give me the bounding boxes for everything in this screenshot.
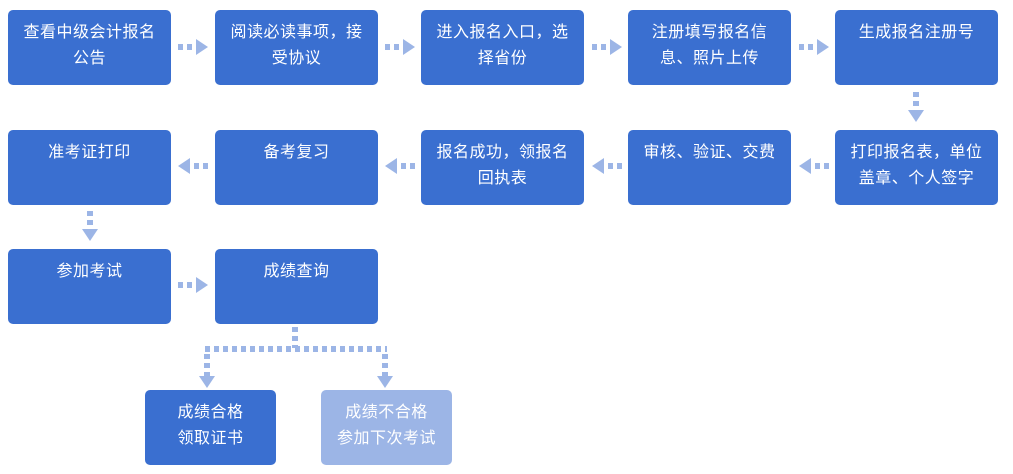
step-registration-success: 报名成功，领报名回执表: [421, 130, 584, 205]
step-register-info: 注册填写报名信息、照片上传: [628, 10, 791, 85]
arrow-right-icon: [178, 277, 208, 293]
arrow-right-icon: [385, 39, 415, 55]
step-enter-portal: 进入报名入口，选择省份: [421, 10, 584, 85]
step-view-announcement: 查看中级会计报名公告: [8, 10, 171, 85]
arrow-right-icon: [592, 39, 622, 55]
step-generate-number: 生成报名注册号: [835, 10, 998, 85]
step-read-instructions: 阅读必读事项，接受协议: [215, 10, 378, 85]
arrow-down-icon: [82, 211, 98, 241]
outcome-fail-line2: 参加下次考试: [336, 428, 436, 447]
arrow-left-icon: [385, 158, 415, 174]
step-print-admission: 准考证打印: [8, 130, 171, 205]
arrow-left-icon: [799, 158, 829, 174]
step-check-score: 成绩查询: [215, 249, 378, 324]
outcome-pass-line2: 领取证书: [177, 428, 244, 447]
branch-connector: [205, 327, 387, 352]
outcome-pass-line1: 成绩合格: [177, 402, 244, 421]
arrow-down-icon: [377, 354, 393, 388]
step-print-form: 打印报名表，单位盖章、个人签字: [835, 130, 998, 205]
outcome-pass: 成绩合格领取证书: [145, 390, 276, 465]
outcome-fail: 成绩不合格参加下次考试: [321, 390, 452, 465]
step-review-pay: 审核、验证、交费: [628, 130, 791, 205]
arrow-down-icon: [199, 354, 215, 388]
arrow-down-icon: [908, 92, 924, 122]
step-take-exam: 参加考试: [8, 249, 171, 324]
outcome-fail-line1: 成绩不合格: [345, 402, 428, 421]
arrow-left-icon: [592, 158, 622, 174]
arrow-left-icon: [178, 158, 208, 174]
step-prepare: 备考复习: [215, 130, 378, 205]
arrow-right-icon: [799, 39, 829, 55]
arrow-right-icon: [178, 39, 208, 55]
